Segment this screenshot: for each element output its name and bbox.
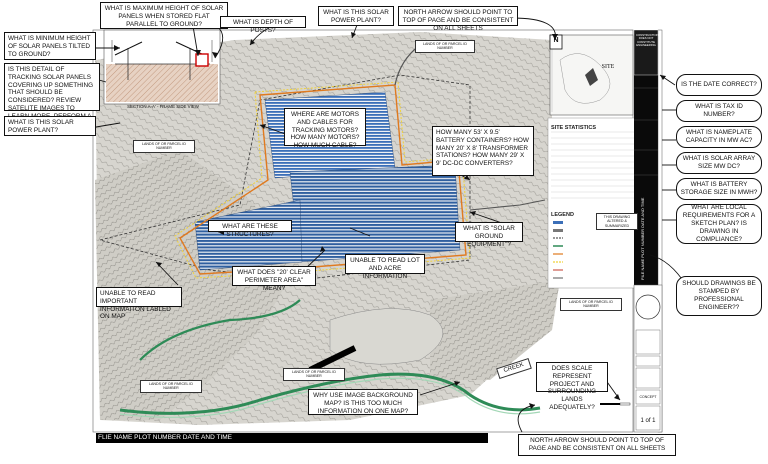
post-highlight xyxy=(195,53,209,67)
callout-unable-important: UNABLE TO READ IMPORTANT INFORMAITON LAB… xyxy=(96,287,182,320)
creek-line xyxy=(119,372,541,415)
callout-structures: WHAT ARE THESE STRUCTURES? xyxy=(208,220,292,238)
callout-max-height: WHAT IS MAXIMUM HEIGHT OF SOLAR PANELS W… xyxy=(100,2,228,29)
parcel-label-east: LANDS OF OR PARCEL ID NUMBER xyxy=(560,298,622,311)
callout-stamped: SHOULD DRAWINGS BE STAMPED BY PROFESSION… xyxy=(676,276,762,316)
plot-footer: FLIE NAME PLOT NUMBER DATE AND TIME xyxy=(96,433,488,443)
terrain-east xyxy=(430,280,560,380)
callout-lot-acre: UNABLE TO READ LOT AND ACRE INFORMATION xyxy=(345,254,425,280)
callout-north-arrow-top: NORTH ARROW SHOULD POINT TO TOP OF PAGE … xyxy=(398,6,518,32)
callout-north-arrow-bottom: NORTH ARROW SHOULD POINT TO TOP OF PAGE … xyxy=(518,434,676,456)
callout-date-correct: IS THE DATE CORRECT? xyxy=(676,74,762,96)
callout-this-plant-top: WHAT IS THIS SOLAR POWER PLANT? xyxy=(318,6,394,26)
callout-depth-posts: WHAT IS DEPTH OF POSTS? xyxy=(220,16,306,34)
callout-local-requirements: WHAT ARE LOCAL REQUIREMENTS FOR A SKETCH… xyxy=(676,204,762,244)
scale-bar-marker xyxy=(308,345,357,373)
callout-tax-id: WHAT IS TAX ID NUMBER? xyxy=(676,100,762,122)
section-ground xyxy=(106,64,218,102)
callout-battery-containers: HOW MANY 53' X 9.5' BATTERY CONTAINERS? … xyxy=(432,126,534,176)
titleblock-vertical: FILE NAME PLOT NUMBER DATE AND TIME xyxy=(640,197,645,280)
callout-battery-size: WHAT IS BATTERY STORAGE SIZE IN MWH? xyxy=(676,178,762,200)
callout-scale: DOES SCALE REPRESENT PROJECT AND SURROUN… xyxy=(536,362,608,411)
parcel-label-north: LANDS OF OR PARCEL ID NUMBER xyxy=(415,40,475,53)
stream-line xyxy=(139,299,301,361)
callout-array-size: WHAT IS SOLAR ARRAY SIZE MW DC? xyxy=(676,152,762,174)
site-statistics-title: SITE STATISTICS xyxy=(551,125,597,131)
callout-ground-equipment: WHAT IS "SOLAR GROUND EQUIPMENT"? xyxy=(455,222,523,248)
callout-motors: WHERE ARE MOTORS AND CABLES FOR TRACKING… xyxy=(284,108,366,149)
section-label: SECTION A-A' - FRAME SIDE VIEW xyxy=(127,104,199,109)
engineer-stamp xyxy=(635,294,661,320)
callout-tracking-detail: IS THIS DETAIL OF TRACKING SOLAR PANELS … xyxy=(4,63,100,128)
clear-perimeter xyxy=(174,81,471,279)
statistics-panel xyxy=(547,117,637,289)
site-label: SITE xyxy=(601,64,615,70)
legend-swatches xyxy=(553,221,563,279)
sheet-number: 1 of 1 xyxy=(640,418,656,424)
callout-this-plant-left: WHAT IS THIS SOLAR POWER PLANT? xyxy=(4,116,96,136)
callout-clear-perimeter: WHAT DOES "20' CLEAR PERIMETER AREA" MEA… xyxy=(232,266,316,292)
parcel-label-west: LANDS OF OR PARCEL ID NUMBER xyxy=(133,140,195,153)
legend-note: THIS DRAWING ALTERED & SUMMARIZED xyxy=(596,213,638,230)
field-clearing xyxy=(329,308,444,365)
callout-nameplate: WHAT IS NAMEPLATE CAPACITY IN MW AC? xyxy=(676,126,762,148)
panel-array-west xyxy=(194,199,303,271)
callout-background-map: WHY USE IMAGE BACKGROUND MAP? IS THIS TO… xyxy=(308,389,418,415)
parcel-label-southwest: LANDS OF OR PARCEL ID NUMBER xyxy=(140,380,202,393)
concept-label: CONCEPT xyxy=(639,395,657,399)
panel-array-south xyxy=(289,164,461,263)
callout-min-height: WHAT IS MINIMUM HEIGHT OF SOLAR PANELS T… xyxy=(4,32,96,60)
legend-title: LEGEND xyxy=(551,212,574,218)
statistics-rows xyxy=(551,131,634,199)
north-arrow-letter: N xyxy=(553,37,559,44)
parcel-label-south: LANDS OF OR PARCEL ID NUMBER xyxy=(283,368,345,381)
site-location-marker xyxy=(585,68,598,86)
titleblock-top: CONSTRUCTION DOES NOT CONSTITUTE ENGINEE… xyxy=(636,33,659,48)
